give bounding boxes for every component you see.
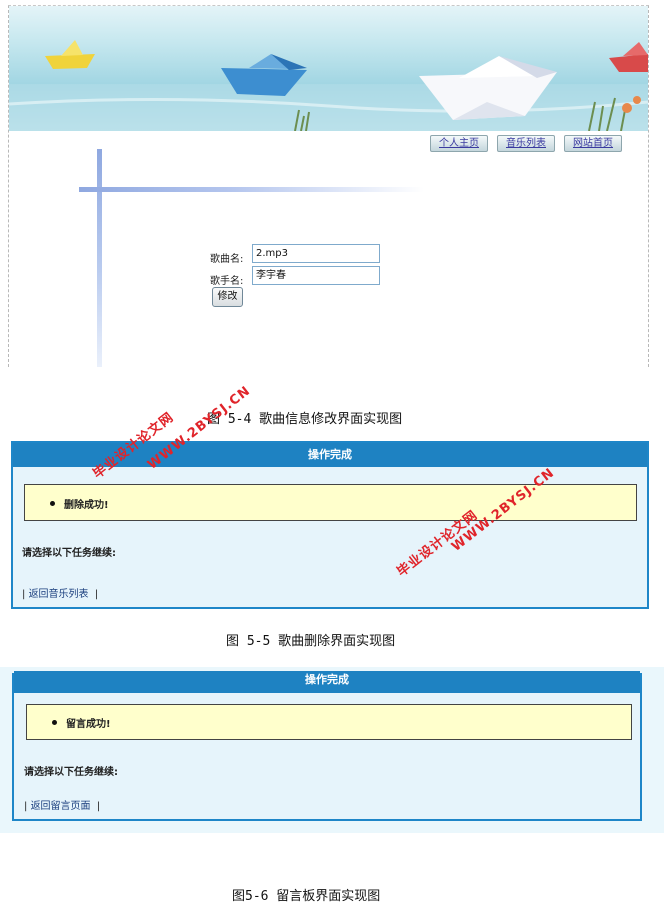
task-links: | 返回音乐列表 | bbox=[22, 585, 98, 600]
figure-5-6-caption: 图5-6 留言板界面实现图 bbox=[232, 889, 381, 904]
figure-5-4-caption: 图 5-4 歌曲信息修改界面实现图 bbox=[207, 412, 403, 427]
nav-music-list-button[interactable]: 音乐列表 bbox=[497, 135, 555, 152]
bullet-icon bbox=[52, 720, 57, 725]
link-divider: | bbox=[94, 589, 99, 600]
link-divider: | bbox=[96, 801, 101, 812]
song-name-label: 歌曲名: bbox=[210, 254, 244, 265]
bullet-icon bbox=[50, 501, 55, 506]
song-edit-screenshot: 个人主页 音乐列表 网站首页 歌曲名: 2.mp3 歌手名: 李宇春 修改 bbox=[8, 5, 649, 367]
decor-horizontal-line bbox=[79, 187, 424, 192]
panel-header: 操作完成 bbox=[14, 671, 640, 693]
back-to-guestbook-link[interactable]: 返回留言页面 bbox=[30, 801, 91, 812]
prompt-text: 请选择以下任务继续: bbox=[22, 548, 116, 559]
delete-result-panel: 操作完成 删除成功! 请选择以下任务继续: | 返回音乐列表 | bbox=[11, 441, 649, 609]
panel-header: 操作完成 bbox=[13, 443, 647, 467]
nav-site-home-button[interactable]: 网站首页 bbox=[564, 135, 622, 152]
figure-5-5-caption: 图 5-5 歌曲删除界面实现图 bbox=[226, 634, 396, 649]
back-to-music-list-link[interactable]: 返回音乐列表 bbox=[28, 589, 89, 600]
message-box: 留言成功! bbox=[26, 704, 632, 740]
message-text: 留言成功! bbox=[66, 719, 111, 730]
decor-vertical-line bbox=[97, 149, 102, 367]
prompt-text: 请选择以下任务继续: bbox=[24, 767, 118, 778]
submit-edit-button[interactable]: 修改 bbox=[212, 287, 243, 307]
singer-name-label: 歌手名: bbox=[210, 276, 244, 287]
song-name-input[interactable]: 2.mp3 bbox=[252, 244, 380, 263]
link-divider: | bbox=[22, 589, 26, 600]
task-links: | 返回留言页面 | bbox=[24, 797, 100, 812]
paper-boats-illustration bbox=[9, 40, 648, 131]
link-divider: | bbox=[24, 801, 28, 812]
message-box: 删除成功! bbox=[24, 484, 637, 521]
singer-name-input[interactable]: 李宇春 bbox=[252, 266, 380, 285]
message-text: 删除成功! bbox=[64, 500, 109, 511]
paper-boat-banner bbox=[9, 6, 648, 131]
message-result-panel: 操作完成 留言成功! 请选择以下任务继续: | 返回留言页面 | bbox=[12, 671, 642, 821]
nav-home-button[interactable]: 个人主页 bbox=[430, 135, 488, 152]
